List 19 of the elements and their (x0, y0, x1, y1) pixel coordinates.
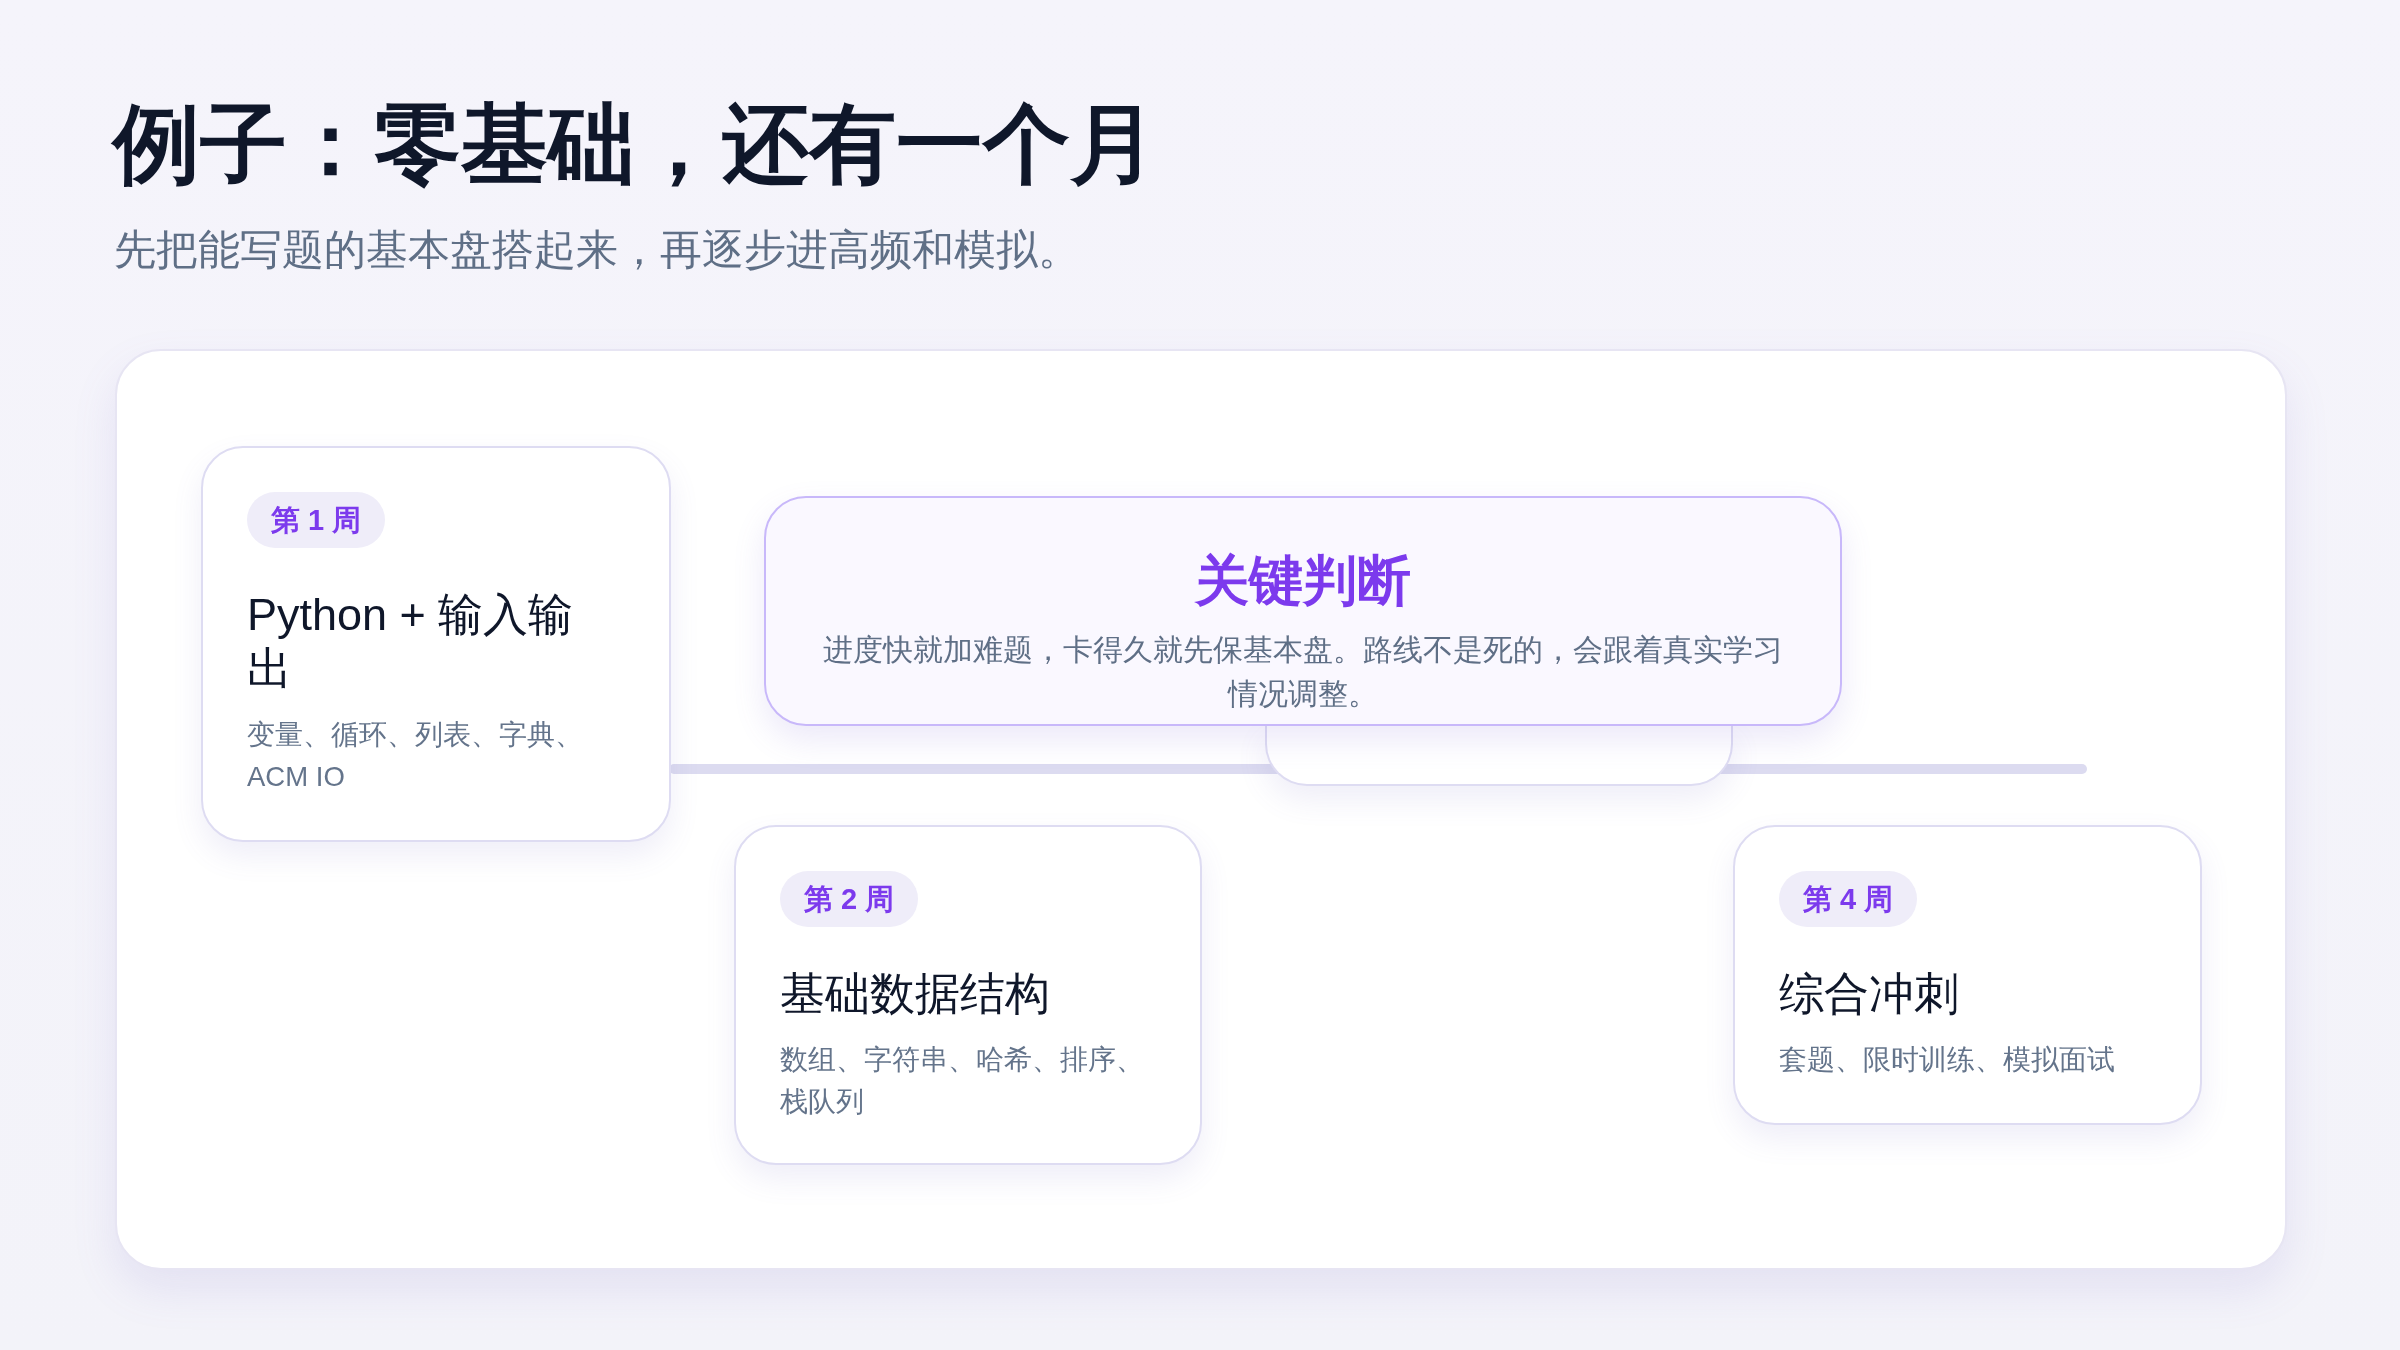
week-tag: 第 1 周 (247, 492, 386, 548)
card-description: 数组、字符串、哈希、排序、栈队列 (780, 1043, 1145, 1119)
week-card (734, 825, 1202, 1165)
callout-text: 进度快就加难题，卡得久就先保基本盘。路线不是死的，会跟着真实学习情况调整。 (823, 632, 1783, 712)
subtitle-text: 先把能写题的基本盘搭起来，再逐步进高频和模拟。 (114, 225, 1080, 275)
week-card (1265, 726, 1733, 786)
week-tag: 第 4 周 (1779, 871, 1918, 927)
card-description: 套题、限时训练、模拟面试 (1779, 1043, 2116, 1077)
card-title: 综合冲刺 (1779, 967, 1959, 1021)
week-card (1733, 825, 2202, 1125)
callout-heading: 关键判断 (1195, 549, 1411, 612)
card-title: Python + 输入输出 (247, 588, 575, 696)
card-title: 基础数据结构 (780, 967, 1050, 1021)
slide-title: 例子：零基础，还有一个月 (113, 94, 1157, 194)
week-tag: 第 2 周 (780, 871, 919, 927)
card-description: 变量、循环、列表、字典、ACM IO (247, 718, 584, 794)
callout-box (764, 496, 1842, 726)
timeline-panel (115, 349, 2287, 1270)
week-card (201, 446, 671, 842)
